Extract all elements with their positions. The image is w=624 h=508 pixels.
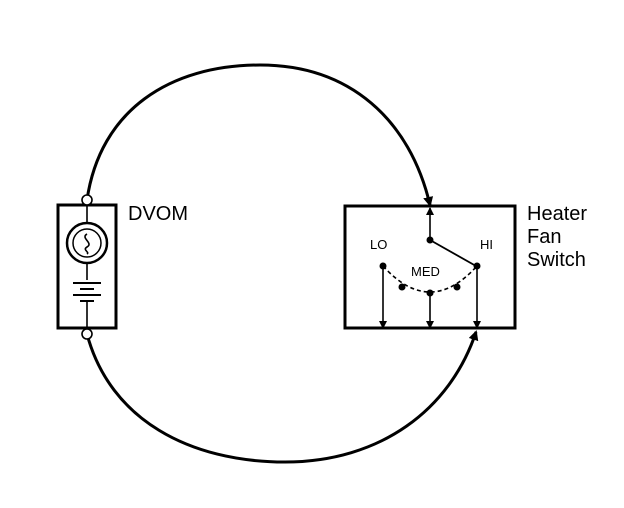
heater-fan-switch	[343, 204, 517, 330]
dvom-label: DVOM	[128, 203, 188, 225]
dvom-meter	[56, 194, 118, 340]
switch-wiper	[429, 239, 477, 267]
med-contact-1	[398, 283, 406, 291]
lo-label: LO	[370, 237, 387, 252]
med-label: MED	[411, 264, 440, 279]
med-arc	[382, 265, 478, 293]
battery-icon	[73, 282, 101, 302]
meter-terminal-top	[81, 194, 93, 206]
med-contact-3	[453, 283, 461, 291]
switch-title-line-1: Heater	[527, 203, 587, 225]
upper-test-lead	[85, 63, 434, 207]
hi-label: HI	[480, 237, 493, 252]
lower-test-lead	[85, 330, 479, 464]
switch-title-line-2: Fan	[527, 226, 561, 248]
meter-terminal-bottom	[81, 328, 93, 340]
switch-title-line-3: Switch	[527, 249, 586, 271]
